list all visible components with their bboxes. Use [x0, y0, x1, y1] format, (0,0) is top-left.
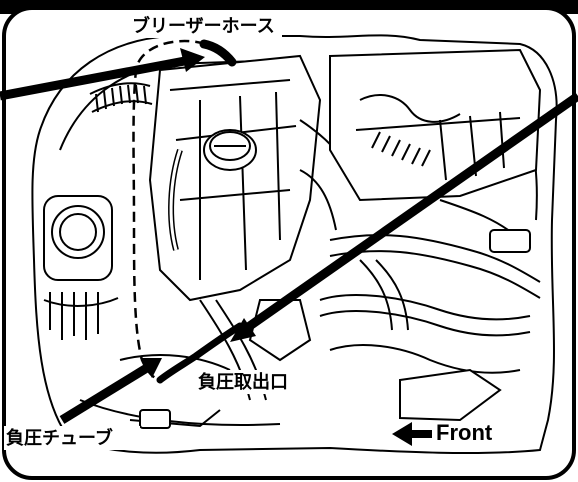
vacuum-tube: [156, 322, 244, 384]
corrugated-hose: [89, 82, 153, 113]
vacuum-tube-label-bg: [4, 426, 140, 450]
air-intake-box: [329, 48, 542, 202]
vacuum-port-label-bg: [196, 370, 306, 394]
front-label: Front: [436, 420, 493, 445]
breather-hose: [199, 39, 237, 67]
coolant-reservoir: [43, 195, 119, 340]
arrow-head-breather: [180, 48, 205, 72]
front-arrow-icon: [392, 422, 432, 446]
engine-block: [148, 54, 361, 302]
arrow-head-vacuum-port: [230, 318, 256, 342]
arrow-head-vacuum-tube: [140, 358, 162, 378]
pointer-arrows: [0, 48, 578, 446]
breather-label-bg: [128, 14, 282, 38]
right-hoses: [319, 199, 541, 422]
vacuum-port-label: 負圧取出口: [198, 371, 288, 393]
breather-hose-label: ブリーザーホース: [132, 15, 275, 37]
vacuum-tube-label: 負圧チューブ: [6, 427, 113, 449]
